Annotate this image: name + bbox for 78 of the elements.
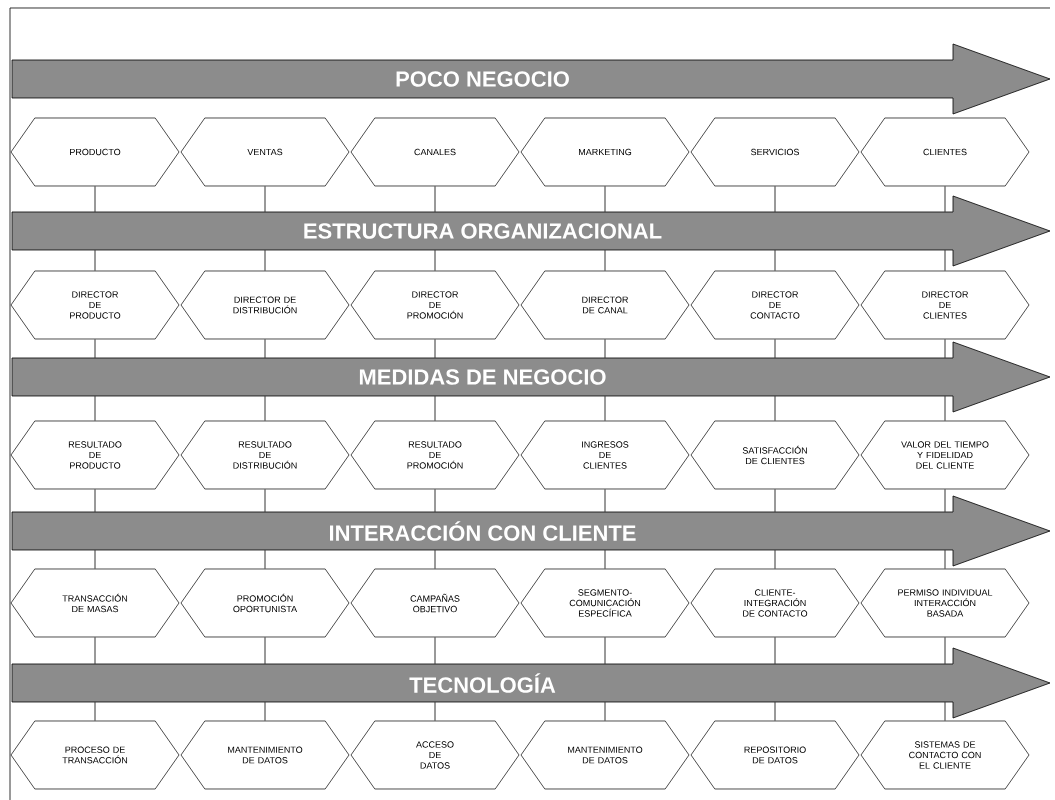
connector-line — [434, 488, 436, 513]
connector-line — [434, 395, 436, 422]
connector-line — [774, 395, 776, 422]
connector-line — [944, 549, 946, 570]
connector-line — [774, 549, 776, 570]
connector-line — [94, 701, 96, 722]
connector-line — [774, 636, 776, 665]
connector-line — [944, 249, 946, 272]
hexagon-box: DIRECTOR DE PROMOCIÓN — [350, 270, 520, 340]
connector-line — [604, 701, 606, 722]
connector-line — [774, 488, 776, 513]
connector-line — [944, 338, 946, 359]
connector-line — [604, 549, 606, 570]
hexagon-box: TRANSACCIÓN DE MASAS — [10, 568, 180, 638]
connector-line — [604, 249, 606, 272]
hexagon-box: PERMISO INDIVIDUAL INTERACCIÓN BASADA — [860, 568, 1030, 638]
hexagon-box: RESULTADO DE DISTRIBUCIÓN — [180, 420, 350, 490]
hexagon-box: DIRECTOR DE PRODUCTO — [10, 270, 180, 340]
hexagon-box: CLIENTES — [860, 117, 1030, 187]
connector-line — [604, 395, 606, 422]
hexagon-box: PRODUCTO — [10, 117, 180, 187]
connector-line — [264, 338, 266, 359]
connector-line — [604, 488, 606, 513]
hexagon-box: VALOR DEL TIEMPO Y FIDELIDAD DEL CLIENTE — [860, 420, 1030, 490]
connector-line — [94, 395, 96, 422]
hexagon-box: PROMOCIÓN OPORTUNISTA — [180, 568, 350, 638]
hexagon-box: SEGMENTO- COMUNICACIÓN ESPECÍFICA — [520, 568, 690, 638]
connector-line — [264, 488, 266, 513]
connector-line — [94, 185, 96, 213]
connector-line — [434, 338, 436, 359]
connector-line — [264, 395, 266, 422]
connector-line — [944, 701, 946, 722]
hexagon-box: SISTEMAS DE CONTACTO CON EL CLIENTE — [860, 720, 1030, 790]
connector-line — [604, 636, 606, 665]
connector-line — [774, 185, 776, 213]
hexagon-box: DIRECTOR DE CONTACTO — [690, 270, 860, 340]
connector-line — [94, 249, 96, 272]
connector-line — [604, 338, 606, 359]
hexagon-box: RESULTADO DE PROMOCIÓN — [350, 420, 520, 490]
connector-line — [944, 488, 946, 513]
hexagon-box: RESULTADO DE PRODUCTO — [10, 420, 180, 490]
connector-line — [94, 549, 96, 570]
connector-line — [264, 701, 266, 722]
connector-line — [264, 249, 266, 272]
hexagon-box: CANALES — [350, 117, 520, 187]
hexagon-box: CAMPAÑAS OBJETIVO — [350, 568, 520, 638]
connector-line — [434, 549, 436, 570]
connector-line — [434, 185, 436, 213]
connector-line — [434, 249, 436, 272]
hexagon-box: DIRECTOR DE DISTRIBUCIÓN — [180, 270, 350, 340]
hexagon-box: REPOSITORIO DE DATOS — [690, 720, 860, 790]
hexagon-box: SATISFACCIÓN DE CLIENTES — [690, 420, 860, 490]
connector-line — [944, 636, 946, 665]
connector-line — [434, 701, 436, 722]
connector-line — [774, 249, 776, 272]
hexagon-box: SERVICIOS — [690, 117, 860, 187]
hexagon-box: CLIENTE- INTEGRACIÓN DE CONTACTO — [690, 568, 860, 638]
connector-line — [604, 185, 606, 213]
connector-line — [944, 185, 946, 213]
connector-line — [774, 338, 776, 359]
hexagon-box: DIRECTOR DE CANAL — [520, 270, 690, 340]
hexagon-box: DIRECTOR DE CLIENTES — [860, 270, 1030, 340]
connector-line — [94, 488, 96, 513]
connector-line — [264, 185, 266, 213]
connector-line — [94, 338, 96, 359]
connector-line — [434, 636, 436, 665]
hexagon-box: ACCESO DE DATOS — [350, 720, 520, 790]
hexagon-box: MANTENIMIENTO DE DATOS — [520, 720, 690, 790]
hexagon-box: VENTAS — [180, 117, 350, 187]
hexagon-box: PROCESO DE TRANSACCIÓN — [10, 720, 180, 790]
hexagon-box: MANTENIMIENTO DE DATOS — [180, 720, 350, 790]
connector-line — [264, 549, 266, 570]
connector-line — [944, 395, 946, 422]
hexagon-box: MARKETING — [520, 117, 690, 187]
hexagon-box: INGRESOS DE CLIENTES — [520, 420, 690, 490]
connector-line — [94, 636, 96, 665]
connector-line — [264, 636, 266, 665]
connector-line — [774, 701, 776, 722]
